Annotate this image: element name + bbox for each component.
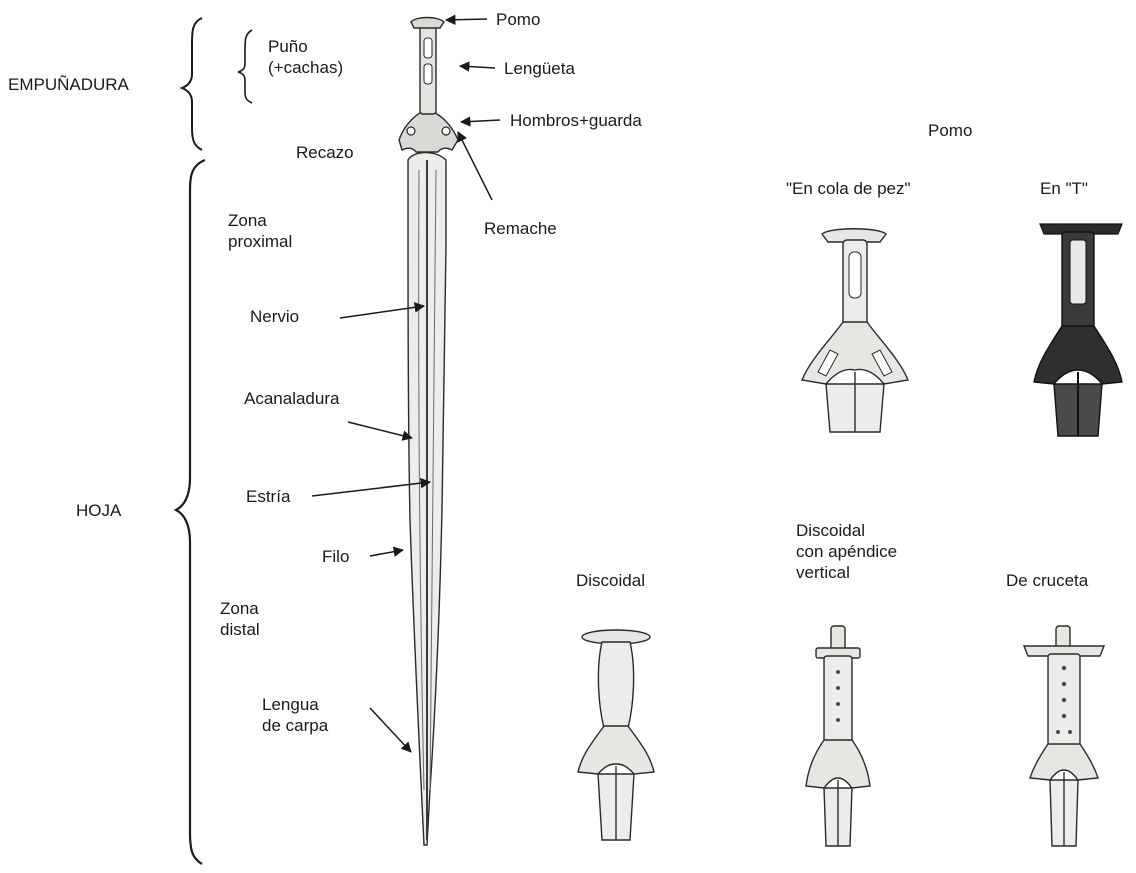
hilt-discoidal — [578, 630, 654, 840]
hilt-en-t — [1034, 224, 1122, 436]
label-en-cola-de-pez: "En cola de pez" — [786, 178, 911, 199]
pomo-pointer — [446, 19, 487, 20]
acanaladura-pointer — [348, 422, 412, 438]
label-apendice-line2: con apéndice — [796, 541, 897, 562]
label-estria: Estría — [246, 486, 290, 507]
label-lengua-line2: de carpa — [262, 715, 328, 736]
hoja-brace — [176, 160, 205, 864]
label-nervio: Nervio — [250, 306, 299, 327]
hilt-discoidal-apendice — [806, 626, 870, 846]
label-discoidal-apendice: Discoidal con apéndice vertical — [796, 520, 897, 583]
lengueta-pointer — [460, 66, 495, 68]
label-zona-proximal-line1: Zona — [228, 210, 292, 231]
remache-pointer — [458, 132, 492, 200]
label-lengua-de-carpa: Lengua de carpa — [262, 694, 328, 736]
main-sword-pommel — [411, 18, 444, 29]
label-pomo: Pomo — [496, 9, 540, 30]
label-apendice-line1: Discoidal — [796, 520, 897, 541]
puno-bracket — [238, 30, 252, 103]
empunadura-brace — [182, 18, 202, 150]
lengua-pointer — [370, 708, 411, 752]
label-empunadura: EMPUÑADURA — [8, 74, 129, 95]
label-de-cruceta: De cruceta — [1006, 570, 1088, 591]
label-puno: Puño (+cachas) — [268, 36, 343, 78]
filo-pointer — [370, 550, 403, 556]
label-lengueta: Lengüeta — [504, 58, 575, 79]
label-remache: Remache — [484, 218, 557, 239]
label-lengua-line1: Lengua — [262, 694, 328, 715]
label-puno-line2: (+cachas) — [268, 57, 343, 78]
label-hoja: HOJA — [76, 500, 121, 521]
label-filo: Filo — [322, 546, 349, 567]
label-hombros-guarda: Hombros+guarda — [510, 110, 642, 131]
label-pomo-heading: Pomo — [928, 120, 972, 141]
hilt-de-cruceta — [1024, 626, 1104, 846]
hombros-pointer — [461, 120, 500, 122]
label-zona-distal: Zona distal — [220, 598, 260, 640]
hilt-cola-de-pez — [802, 229, 908, 432]
label-en-t: En "T" — [1040, 178, 1088, 199]
label-zona-distal-line1: Zona — [220, 598, 260, 619]
label-acanaladura: Acanaladura — [244, 388, 339, 409]
label-recazo: Recazo — [296, 142, 354, 163]
label-zona-proximal: Zona proximal — [228, 210, 292, 252]
main-sword — [399, 18, 458, 846]
label-zona-proximal-line2: proximal — [228, 231, 292, 252]
label-zona-distal-line2: distal — [220, 619, 260, 640]
label-puno-line1: Puño — [268, 36, 343, 57]
label-apendice-line3: vertical — [796, 562, 897, 583]
label-discoidal: Discoidal — [576, 570, 645, 591]
